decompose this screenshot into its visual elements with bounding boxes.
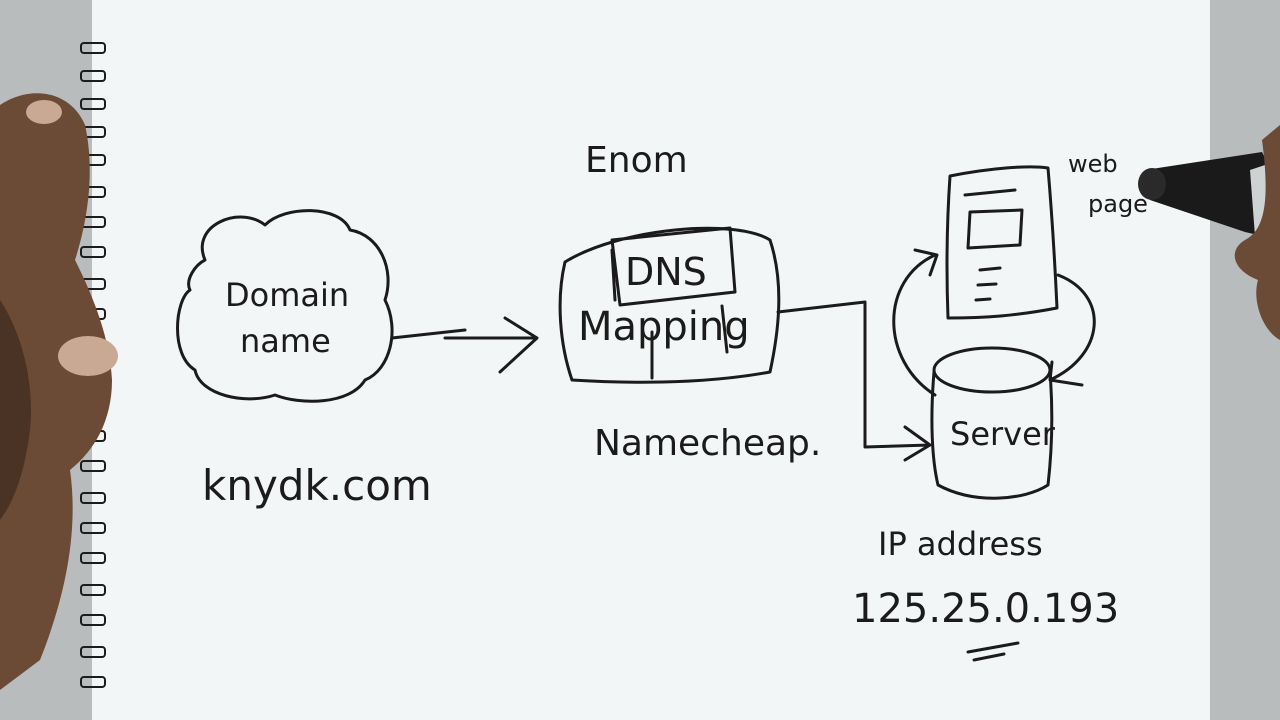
ip-address-label: IP address [878,525,1043,563]
ip-underline [968,643,1018,660]
web-page-icon-lines [965,190,1022,300]
left-hand [0,93,118,690]
enom-label: Enom [585,140,688,181]
dns-label: DNS [625,250,707,294]
ip-address-value: 125.25.0.193 [852,586,1119,632]
web-page-document [947,167,1057,318]
web-page-label-line2: page [1088,190,1148,218]
domain-cloud-label-line1: Domain [225,276,349,314]
loop-arrow-left [894,250,937,395]
web-page-label-line1: web [1068,150,1118,178]
server-top [934,348,1050,392]
domain-cloud-label-line2: name [240,322,331,360]
domain-example-label: knydk.com [202,461,432,510]
server-label: Server [950,415,1056,453]
registrar-label: Namecheap. [594,423,821,464]
mapping-label: Mapping [578,304,750,350]
arrow-domain-to-dns [392,318,537,372]
